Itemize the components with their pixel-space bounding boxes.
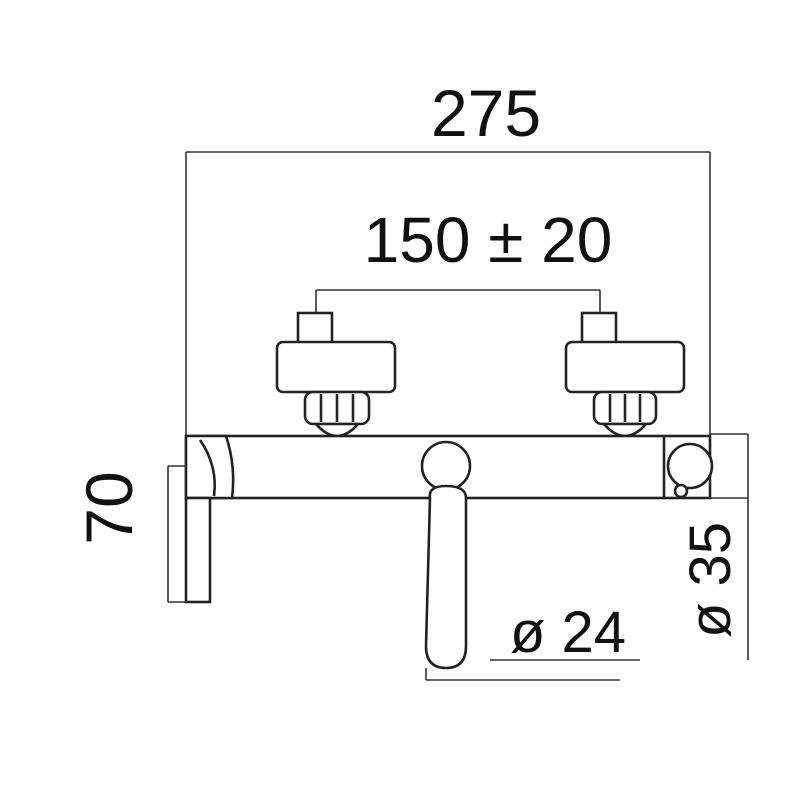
overall-width-label: 275 [431,76,541,150]
end-cap [666,442,714,499]
right-eccentric-connector [564,311,686,438]
spout-diameter-dimension: ø 24 [425,600,640,681]
height-label: 70 [72,471,146,544]
spout [424,484,468,670]
lever-handle [184,434,235,604]
left-eccentric-connector [275,311,397,438]
height-dimension: 70 [72,465,186,603]
inlet-spacing-dimension: 150 ± 20 [315,204,613,348]
spout-diameter-label: ø 24 [510,600,626,665]
body-diameter-label: ø 35 [678,522,743,638]
inlet-spacing-label: 150 ± 20 [364,204,613,276]
diverter-knob [420,440,472,492]
body-diameter-dimension: ø 35 [678,433,749,660]
overall-width-dimension: 275 [185,76,711,438]
